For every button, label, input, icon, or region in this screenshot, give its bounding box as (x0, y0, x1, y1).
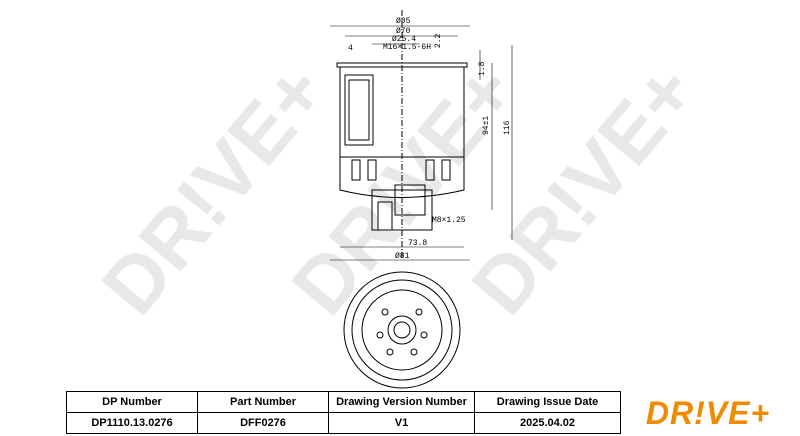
filter-side-view (336, 10, 468, 260)
dimension-w738: 73.8 (408, 239, 427, 248)
dimension-d70: Ø70 (396, 27, 411, 36)
header-issue-date: Drawing Issue Date (474, 391, 621, 413)
dimension-labels: Ø85 Ø70 Ø25.4 M16×1.5-6H 4 2.2 1.8 94±1 … (348, 17, 512, 261)
version: V1 (328, 412, 475, 434)
driveplus-logo: DR!VE+ (645, 394, 771, 431)
dp-number: DP1110.13.0276 (66, 412, 198, 434)
part-number: DFF0276 (197, 412, 329, 434)
dimension-d81: Ø81 (395, 252, 410, 261)
watermark: DR!VE+ DR!VE+ DR!VE+ (85, 47, 713, 331)
dimension-d85: Ø85 (396, 17, 411, 26)
dimension-d25: Ø25.4 (392, 35, 416, 44)
header-dp-number: DP Number (66, 391, 198, 413)
dimension-h116: 116 (503, 120, 512, 135)
title-block: DP Number Part Number Drawing Version Nu… (66, 391, 621, 434)
dimension-h22: 2.2 (434, 33, 443, 48)
dimension-m8: M8×1.25 (432, 216, 466, 225)
filter-bottom-view (343, 271, 461, 389)
issue-date: 2025.04.02 (474, 412, 621, 434)
header-version: Drawing Version Number (328, 391, 475, 413)
dimension-lines (330, 25, 513, 261)
header-part-number: Part Number (197, 391, 329, 413)
dimension-h18: 1.8 (478, 61, 487, 76)
dimension-h94: 94±1 (482, 116, 491, 135)
dimension-w4: 4 (348, 44, 353, 53)
dimension-thread: M16×1.5-6H (383, 43, 431, 52)
